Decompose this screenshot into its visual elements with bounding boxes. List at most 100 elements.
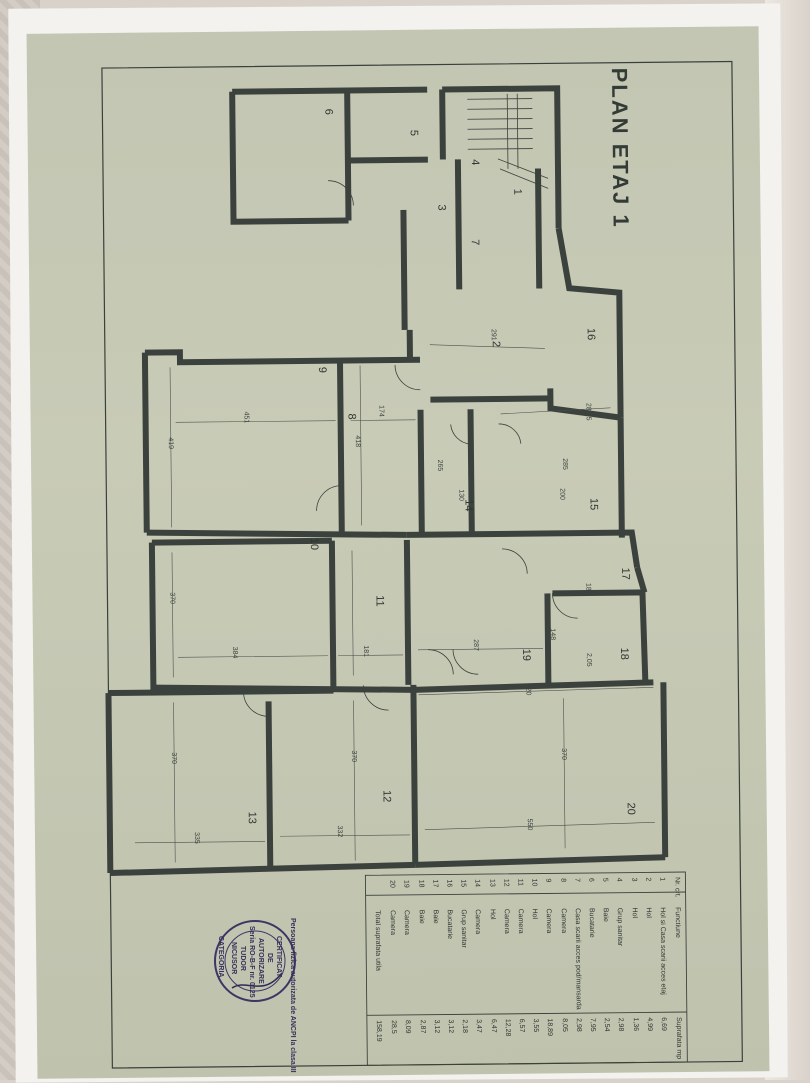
room-number-17: 17 (619, 567, 632, 580)
dimension-label: 370 (168, 592, 176, 605)
room-number-7: 7 (468, 239, 481, 246)
table-cell-function: Camera (502, 908, 510, 934)
dimension-label: 370 (560, 748, 568, 761)
table-cell-nr: 15 (459, 879, 467, 888)
dimension-label: 384 (230, 646, 239, 659)
dimension-label: 286,5 (584, 402, 592, 421)
table-header-nr: Nr. crt. (673, 877, 681, 898)
table-cell-nr: 8 (559, 878, 567, 883)
table-header-surface: Suprafata mp (674, 1017, 683, 1060)
dimension-label: 180 (584, 582, 592, 595)
table-cell-function: Camera (516, 908, 524, 934)
table-cell-surface: 6,57 (517, 1018, 526, 1033)
stamp-line: Seria RO-B-F nr. 0125 (248, 926, 255, 998)
dimension-label: 200 (558, 488, 566, 501)
stamp-line: TUDOR (239, 946, 246, 971)
table-cell-nr: 13 (488, 879, 496, 887)
table-cell-function: Baie (417, 909, 425, 924)
dimension-label: 181 (361, 645, 370, 658)
table-cell-nr: 11 (516, 878, 524, 887)
floor-plan-document: PLAN ETAJ 1 6 5 4 3 1 7 2 16 9 8 14 15 1… (26, 26, 770, 1079)
table-cell-nr: 3 (630, 877, 638, 882)
table-cell-nr: 14 (473, 879, 481, 888)
table-cell-function: Hol (630, 907, 638, 919)
table-cell-nr: 12 (502, 878, 510, 887)
table-cell-nr: 5 (601, 877, 609, 882)
dimension-label: 418 (353, 435, 361, 448)
table-cell-surface: 4,99 (645, 1017, 653, 1032)
dimension-label: 370 (350, 750, 358, 763)
room-number-10: 10 (307, 537, 320, 551)
floor-plan-drawing (101, 60, 743, 1069)
stamp-line: CATEGORIA (217, 936, 224, 978)
dimension-label: 370 (170, 752, 178, 765)
table-cell-surface: 3,12 (432, 1019, 440, 1034)
table-cell-nr: 6 (587, 877, 595, 882)
plan-title: PLAN ETAJ 1 (606, 67, 634, 229)
table-cell-surface: 7,95 (588, 1017, 597, 1032)
stamp-circle (214, 920, 296, 1002)
table-cell-nr: 4 (615, 877, 623, 882)
table-cell-function: Hol (644, 907, 652, 918)
room-number-5: 5 (407, 129, 420, 137)
dimension-label: 287 (471, 639, 480, 651)
table-cell-surface: 2,87 (418, 1019, 426, 1034)
table-cell-function: Hol (488, 909, 496, 920)
dimension-label: 2,05 (585, 652, 593, 667)
table-cell-surface: 8,09 (404, 1019, 412, 1034)
dimension-label: 265 (436, 459, 444, 472)
dimension-label: 550 (525, 818, 533, 831)
table-cell-nr: 19 (402, 879, 410, 888)
dimension-label: 148 (548, 628, 556, 641)
table-cell-function: Baie (431, 909, 439, 924)
room-number-20: 20 (624, 802, 637, 815)
table-cell-nr: 16 (445, 879, 453, 888)
authorization-stamp: Persoana fizica autorizata de ANCPI la c… (212, 918, 298, 1073)
room-number-9: 9 (316, 366, 329, 373)
table-cell-surface: 28,5 (390, 1020, 398, 1034)
dimension-label: 130 (457, 489, 465, 502)
table-cell-surface: 2,98 (574, 1018, 582, 1032)
dimension-label: 335 (192, 832, 201, 844)
room-number-4: 4 (468, 159, 481, 166)
table-cell-surface: 3,47 (475, 1019, 483, 1033)
table-cell-surface: 6,47 (489, 1018, 497, 1033)
table-cell-surface: 18,89 (546, 1018, 554, 1037)
dimension-label: 451 (242, 411, 250, 424)
table-cell-surface: 3,55 (532, 1018, 540, 1033)
table-cell-function: Hol (530, 908, 539, 920)
table-cell-function: Camera (559, 908, 567, 934)
table-cell-surface: 3,12 (446, 1019, 455, 1034)
table-cell-surface: 2,54 (603, 1017, 611, 1032)
table-cell-function: Hol si Casa scarii acces etaj (658, 907, 667, 995)
room-number-18: 18 (618, 647, 631, 660)
room-number-11: 11 (373, 595, 386, 607)
dimension-label: 174 (377, 405, 385, 417)
dimension-label: 291 (489, 328, 497, 341)
table-cell-function: Camera (403, 909, 411, 935)
table-cell-nr: 10 (530, 878, 538, 887)
room-number-12: 12 (380, 790, 393, 803)
table-cell-function: Camera (545, 908, 553, 934)
table-cell-nr: 17 (431, 879, 439, 888)
table-total-label: Total suprafata utila (373, 910, 382, 971)
table-cell-surface: 6,69 (659, 1017, 668, 1031)
table-cell-function: Grup sanitar (459, 909, 468, 948)
dimension-label: 332 (335, 825, 343, 838)
room-number-6: 6 (322, 108, 335, 115)
room-number-19: 19 (520, 648, 533, 661)
dimension-label: 419 (166, 437, 174, 450)
table-cell-nr: 18 (417, 879, 425, 888)
room-number-1: 1 (511, 188, 524, 195)
dimension-label: 520 (524, 683, 532, 696)
table-cell-function: Casa scarii acces pod/mansarda (573, 908, 582, 1010)
table-header-function: Functiune (673, 907, 682, 938)
table-cell-nr: 2 (644, 877, 652, 882)
table-cell-function: Camera (388, 910, 397, 936)
table-cell-function: Bucatarie (445, 909, 454, 940)
table-cell-surface: 12,28 (503, 1018, 511, 1037)
stamp-line: DE (266, 953, 273, 963)
table-cell-nr: 7 (573, 878, 581, 883)
table-cell-function: Camera (474, 909, 482, 935)
table-cell-function: Grup sanitar (616, 907, 624, 947)
